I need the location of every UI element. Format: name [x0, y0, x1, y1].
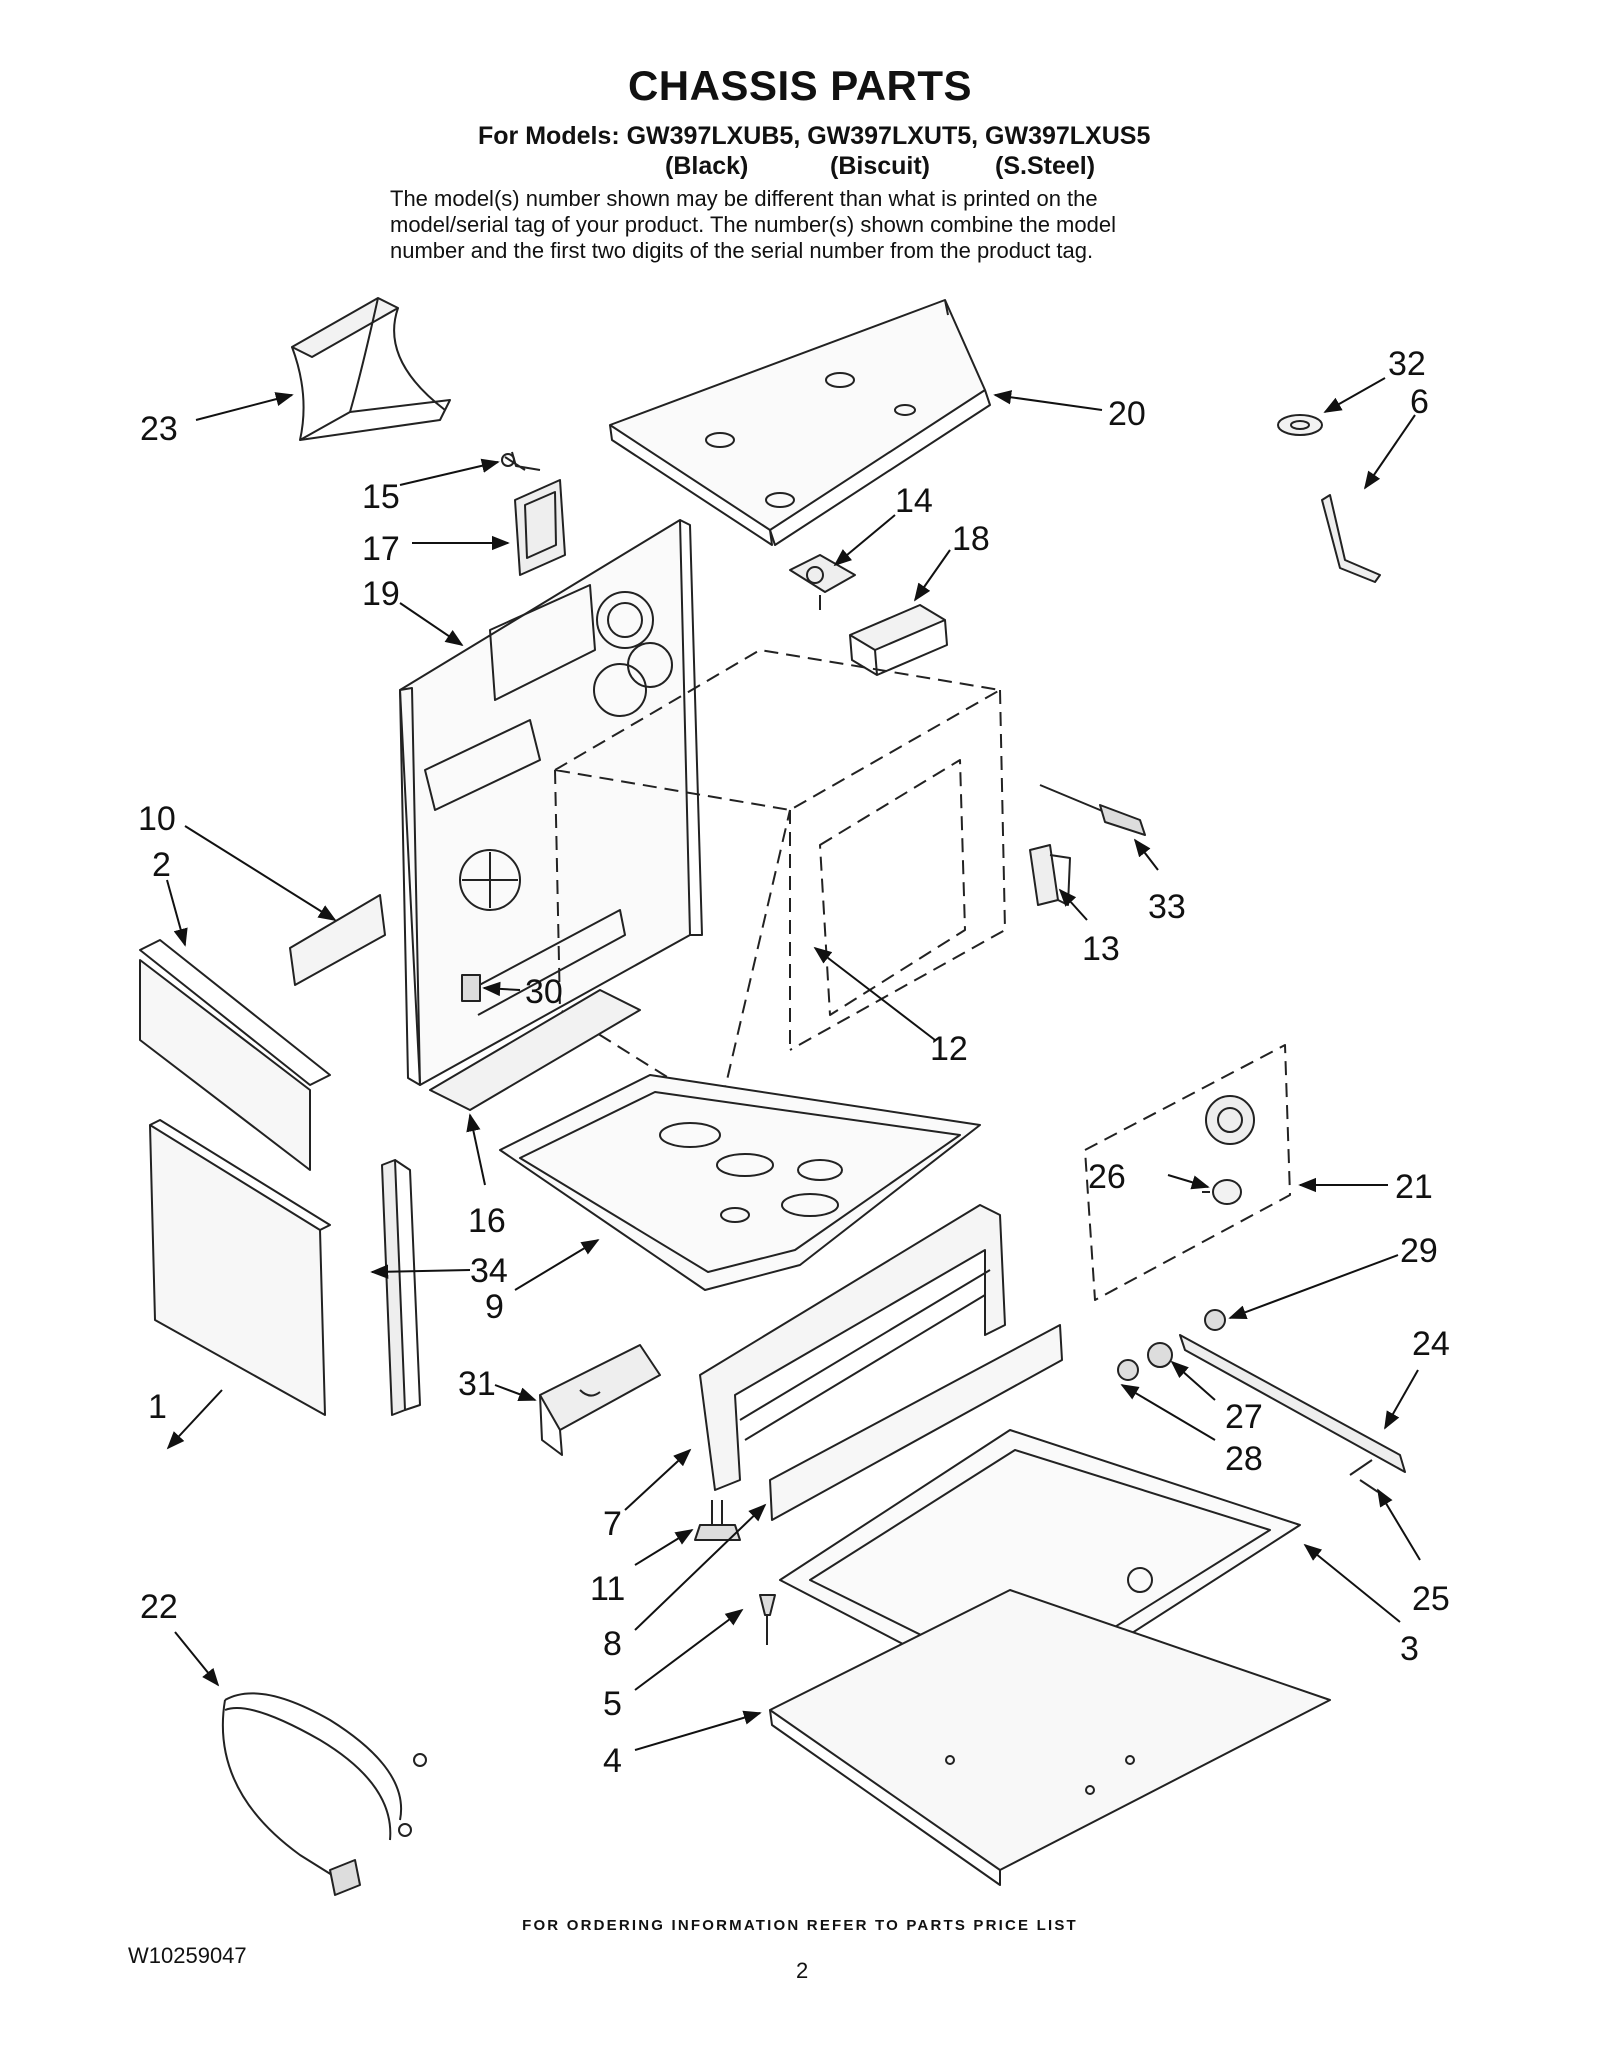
- callout-22: 22: [140, 1588, 178, 1626]
- color-stainless: (S.Steel): [995, 152, 1096, 180]
- part-bulb: [1202, 1179, 1242, 1205]
- callout-19: 19: [362, 575, 400, 613]
- callout-labels: 23 20 15 17 19 14 18 32 6 10 2 33 13 30 …: [138, 345, 1450, 1780]
- part-front-frame: [699, 1204, 1006, 1491]
- part-leveling-leg: [694, 1500, 741, 1541]
- callout-16: 16: [468, 1202, 506, 1240]
- part-shield: [289, 894, 386, 986]
- note-line: number and the first two digits of the s…: [390, 238, 1094, 263]
- part-lower-bracket: [429, 989, 641, 1111]
- note-line: model/serial tag of your product. The nu…: [390, 212, 1116, 237]
- part-mounting-bracket: [539, 1344, 661, 1456]
- part-side-panel-upper: [139, 939, 331, 1171]
- callout-12: 12: [930, 1030, 968, 1068]
- callout-33: 33: [1148, 888, 1186, 926]
- callout-1: 1: [148, 1388, 167, 1426]
- color-black: (Black): [665, 152, 749, 180]
- callout-4: 4: [603, 1742, 622, 1780]
- callout-6: 6: [1410, 383, 1429, 421]
- callout-29: 29: [1400, 1232, 1438, 1270]
- part-kick-panel: [769, 1324, 1063, 1521]
- callout-10: 10: [138, 800, 176, 838]
- part-bracket-small: [1321, 494, 1381, 583]
- color-biscuit: (Biscuit): [830, 152, 930, 180]
- part-connector: [461, 974, 481, 1002]
- callout-14: 14: [895, 482, 933, 520]
- part-rod-assembly: [1117, 1309, 1406, 1493]
- part-vent-duct: [291, 297, 451, 441]
- leader-lines: [166, 377, 1421, 1751]
- part-light-housing: [1205, 1095, 1255, 1145]
- callout-7: 7: [603, 1505, 622, 1543]
- callout-11: 11: [590, 1570, 625, 1608]
- callout-32: 32: [1388, 345, 1426, 383]
- part-sensor-probe: [1039, 784, 1146, 836]
- callout-30: 30: [525, 973, 563, 1011]
- model-list: For Models: GW397LXUB5, GW397LXUT5, GW39…: [478, 122, 1151, 150]
- part-clip: [1029, 844, 1071, 906]
- callout-26: 26: [1088, 1158, 1126, 1196]
- callout-13: 13: [1082, 930, 1120, 968]
- callout-9: 9: [485, 1288, 504, 1326]
- part-top-panel: [609, 299, 991, 546]
- callout-27: 27: [1225, 1398, 1263, 1436]
- callout-34: 34: [470, 1252, 508, 1290]
- part-side-panel-lower: [149, 1119, 331, 1416]
- callout-2: 2: [152, 846, 171, 884]
- note-line: The model(s) number shown may be differe…: [390, 186, 1098, 211]
- callout-21: 21: [1395, 1168, 1433, 1206]
- callout-20: 20: [1108, 395, 1146, 433]
- callout-3: 3: [1400, 1630, 1419, 1668]
- callout-23: 23: [140, 410, 178, 448]
- part-screw: [501, 451, 541, 471]
- ordering-footer: FOR ORDERING INFORMATION REFER TO PARTS …: [522, 1917, 1078, 1934]
- part-gasket: [1277, 414, 1323, 436]
- part-trim-strip: [381, 1159, 421, 1416]
- callout-5: 5: [603, 1685, 622, 1723]
- part-screw-small: [759, 1594, 776, 1645]
- part-bottom-panel: [769, 1589, 1331, 1886]
- callout-28: 28: [1225, 1440, 1263, 1478]
- page-title: CHASSIS PARTS: [627, 62, 973, 109]
- callout-17: 17: [362, 530, 400, 568]
- part-module: [849, 604, 948, 676]
- part-light-group-outline: [1084, 1044, 1291, 1301]
- callout-24: 24: [1412, 1325, 1450, 1363]
- part-bracket: [514, 479, 566, 576]
- part-sensor-assembly: [789, 554, 856, 610]
- callout-18: 18: [952, 520, 990, 558]
- part-back-panel: [399, 519, 703, 1086]
- part-oven-bottom: [499, 1074, 981, 1291]
- part-power-cord: [221, 1692, 427, 1896]
- callout-25: 25: [1412, 1580, 1450, 1618]
- page-number: 2: [796, 1958, 809, 1983]
- document-number: W10259047: [128, 1943, 247, 1968]
- callout-15: 15: [362, 478, 400, 516]
- model-note: The model(s) number shown may be differe…: [390, 186, 1240, 264]
- callout-31: 31: [458, 1365, 496, 1403]
- callout-8: 8: [603, 1625, 622, 1663]
